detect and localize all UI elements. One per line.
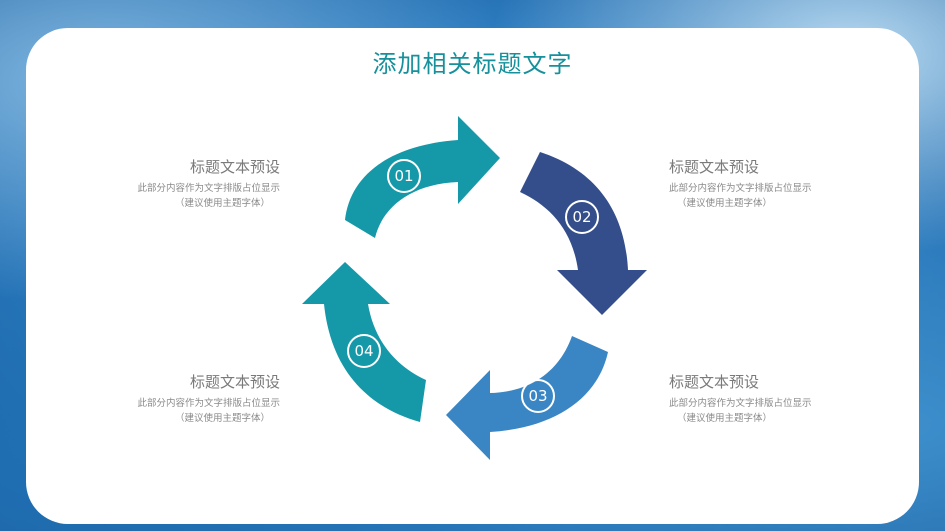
block-heading: 标题文本预设 — [669, 373, 760, 391]
block-heading: 标题文本预设 — [669, 158, 760, 176]
step-number: 02 — [572, 208, 591, 226]
block-note: （建议使用主题字体） — [677, 198, 773, 209]
step-number: 04 — [354, 342, 373, 360]
block-heading: 标题文本预设 — [189, 158, 280, 176]
arrow-shape — [345, 116, 500, 238]
block-description: 此部分内容作为文字排版占位显示 — [137, 398, 280, 409]
arrow-shape — [446, 336, 608, 460]
block-note: （建议使用主题字体） — [677, 413, 773, 424]
cycle-arrow-02: 02 — [520, 152, 647, 315]
block-heading: 标题文本预设 — [189, 373, 280, 391]
cycle-arrow-04: 04 — [302, 262, 426, 422]
block-note: （建议使用主题字体） — [174, 413, 270, 424]
text-block-top-left: 标题文本预设 此部分内容作为文字排版占位显示 （建议使用主题字体） — [100, 156, 280, 211]
block-description: 此部分内容作为文字排版占位显示 — [669, 183, 812, 194]
cycle-arrow-01: 01 — [345, 116, 500, 238]
step-number: 03 — [528, 387, 547, 405]
step-badge — [521, 379, 555, 413]
step-number: 01 — [394, 167, 413, 185]
block-description: 此部分内容作为文字排版占位显示 — [137, 183, 280, 194]
step-badge — [347, 334, 381, 368]
arrow-shape — [302, 262, 426, 422]
step-badge — [565, 200, 599, 234]
step-badge — [387, 159, 421, 193]
text-block-top-right: 标题文本预设 此部分内容作为文字排版占位显示 （建议使用主题字体） — [669, 156, 849, 211]
page-title: 添加相关标题文字 — [372, 50, 573, 78]
text-block-bottom-left: 标题文本预设 此部分内容作为文字排版占位显示 （建议使用主题字体） — [100, 371, 280, 426]
text-block-bottom-right: 标题文本预设 此部分内容作为文字排版占位显示 （建议使用主题字体） — [669, 371, 849, 426]
cycle-arrow-03: 03 — [446, 336, 608, 460]
block-note: （建议使用主题字体） — [174, 198, 270, 209]
block-description: 此部分内容作为文字排版占位显示 — [669, 398, 812, 409]
